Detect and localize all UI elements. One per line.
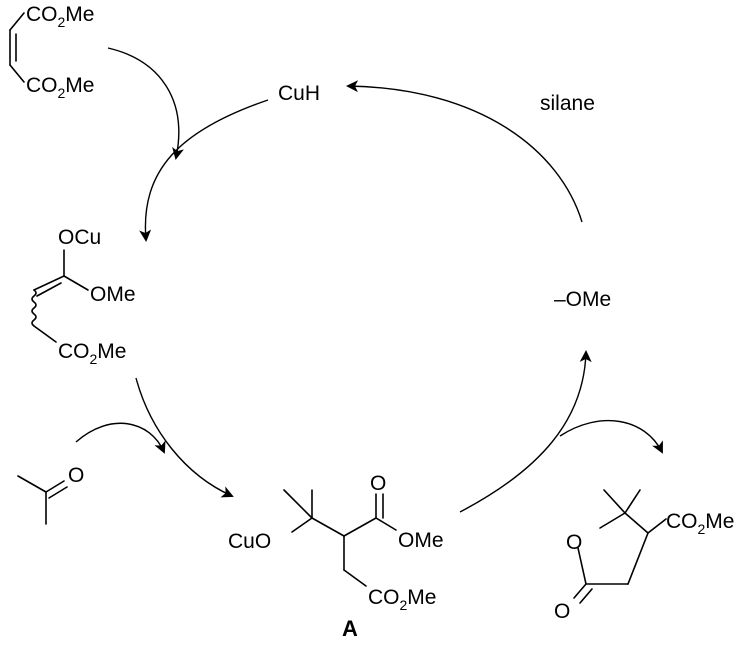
acetone-carbonyl-bond-b [48,486,68,499]
intermediate-a: CuO O OMe CO2Me A [228,472,444,641]
maleate-co2me-bottom: CO2Me [26,74,94,101]
a-cuo: CuO [228,530,271,553]
lactone-methyl-bond-2 [624,489,641,514]
a-ome: OMe [398,529,444,552]
a-c-o-bond [291,517,313,533]
enolate-ome: OMe [90,283,136,306]
lactone-carbonyl-bond-a [573,583,587,599]
copper-enolate: OCu OMe CO2Me [31,226,136,367]
a-co2me: CO2Me [368,586,436,613]
maleate-co2me-top: CO2Me [26,3,94,30]
lactone-ch-ester-bond [647,518,667,534]
arrow-enolate-to-a [135,377,234,498]
lactone-methyl-bond-1 [603,489,626,514]
arrow-a-to-methoxide [459,350,592,513]
arrow-lactone-out [559,419,663,454]
a-c-ch-bond [311,517,345,537]
a-ch2-ester-bond [343,569,367,587]
enolate-c-ome-bond [63,275,89,291]
lactone-carbonyl-bond-b [579,588,593,604]
compound-a-label: A [342,616,358,641]
a-ch-ester-bond [343,517,377,537]
cuh-label: CuH [278,82,320,105]
lactone-c-o-bond [599,512,626,529]
lactone-ch-ch2-bond [627,532,649,585]
lactone-carbonyl-o: O [554,600,570,623]
maleate-bond-2 [9,64,25,83]
enolate-double-bond-b [36,282,62,297]
acetone-carbonyl-bond-a [45,480,65,493]
enolate-wavy-bond [31,289,37,327]
arrow-cuh-to-enolate [139,99,269,242]
arrow-silane-to-cuh [346,80,583,223]
enolate-double-bond-a [33,275,65,291]
lactone-product: O O CO2Me [554,489,734,623]
acetone-o: O [68,464,84,487]
dimethyl-maleate: CO2Me CO2Me [9,3,94,101]
arrow-acetone-in [75,422,166,454]
a-ester-o-bond [375,517,397,531]
acetone-methyl-bond-1 [17,475,47,493]
lactone-c-ch-bond [624,512,649,534]
enolate-co2me: CO2Me [58,340,126,367]
enolate-ocu: OCu [58,226,101,249]
acetone: O [17,464,84,525]
lactone-co2me: CO2Me [666,510,734,537]
methoxide-label: –OMe [554,288,611,311]
a-methyl-bond-1 [283,489,313,519]
a-carbonyl-o: O [370,472,386,495]
lactone-co-o-bond [577,547,587,585]
maleate-bond-1 [9,12,25,31]
lactone-ring-o: O [566,531,582,554]
enolate-ch2-bond [33,325,57,343]
silane-label: silane [540,92,595,115]
arrow-maleate-in [107,47,184,160]
